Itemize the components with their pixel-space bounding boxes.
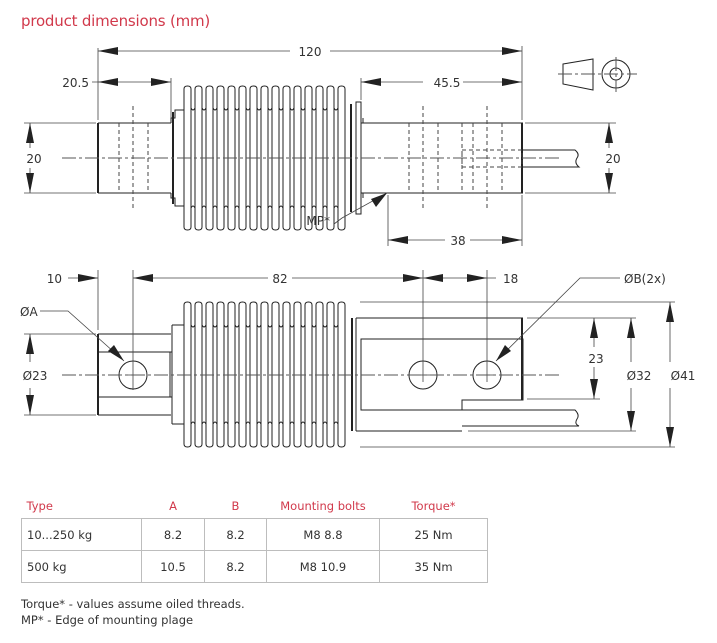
arrow-head	[627, 318, 635, 338]
bellows-outline	[183, 85, 346, 231]
cell-b: 8.2	[204, 550, 267, 583]
cell-torque: 25 Nm	[379, 518, 488, 551]
footnotes: Torque* - values assume oiled threads. M…	[21, 596, 245, 628]
cell-a: 10.5	[141, 550, 205, 583]
hole-a-label: ØA	[20, 305, 38, 319]
table-header-row: Type A B Mounting bolts Torque*	[22, 497, 488, 519]
note-torque: Torque* - values assume oiled threads.	[21, 597, 245, 611]
cell-b: 8.2	[204, 518, 267, 551]
arrow-head	[403, 274, 423, 282]
arrow-head	[502, 47, 522, 55]
arrow-head	[108, 345, 124, 361]
header-type: Type	[26, 499, 53, 513]
arrow-head	[627, 411, 635, 431]
arrow-head	[26, 173, 34, 193]
cell-type: 500 kg	[21, 550, 142, 583]
mp-leader	[333, 192, 388, 225]
arrow-head	[151, 78, 171, 86]
dim-body-diameter: Ø32	[627, 369, 652, 383]
hole-b-label: ØB(2x)	[624, 272, 666, 286]
arrow-head	[467, 274, 487, 282]
page-title: product dimensions (mm)	[21, 12, 211, 30]
left-block	[98, 333, 171, 416]
dim-hole-pitch: 18	[503, 272, 518, 286]
dim-overall-length: 120	[299, 45, 322, 59]
arrow-head	[388, 236, 408, 244]
arrow-head	[502, 78, 522, 86]
cell-mounting-bolts: M8 10.9	[266, 550, 380, 583]
right-shaft	[361, 118, 523, 198]
dim-hole-spacing: 82	[272, 272, 287, 286]
dim-bellows-diameter: Ø41	[671, 369, 696, 383]
arrow-head	[361, 78, 381, 86]
dim-left-diameter: Ø23	[23, 369, 48, 383]
technical-drawing: 120 20.5 45.5 20 20 MP*	[20, 45, 696, 448]
mp-label: MP*	[306, 214, 330, 228]
left-shaft	[98, 122, 171, 194]
dim-left-height: 20	[26, 152, 41, 166]
note-mp: MP* - Edge of mounting plage	[21, 613, 194, 627]
spec-table: Type A B Mounting bolts Torque* 10...250…	[21, 497, 488, 583]
arrow-head	[502, 236, 522, 244]
arrow-head	[590, 318, 598, 338]
arrow-head	[496, 345, 511, 361]
dim-mp-offset: 38	[450, 234, 465, 248]
arrow-head	[666, 302, 674, 322]
header-a: A	[169, 499, 177, 513]
arrow-head	[26, 334, 34, 354]
arrow-head	[605, 123, 613, 143]
bellows-outline	[183, 301, 346, 448]
arrow-head	[78, 274, 98, 282]
right-body	[356, 317, 523, 432]
cell-a: 8.2	[141, 518, 205, 551]
hole-a-leader	[40, 310, 125, 362]
arrow-head	[666, 427, 674, 447]
arrow-head	[605, 173, 613, 193]
left-flange	[170, 109, 184, 207]
cell-type: 10...250 kg	[21, 518, 142, 551]
cable-bore	[461, 149, 523, 168]
cell-torque: 35 Nm	[379, 550, 488, 583]
cell-mounting-bolts: M8 8.8	[266, 518, 380, 551]
hole-b-leader	[495, 277, 620, 362]
cable	[522, 149, 581, 168]
dim-flat-height: 23	[588, 352, 603, 366]
dim-right-shaft-length: 45.5	[434, 76, 461, 90]
arrow-head	[590, 379, 598, 399]
arrow-head	[423, 274, 443, 282]
top-view: 120 20.5 45.5 20 20 MP*	[24, 45, 621, 248]
table-row: 500 kg 10.5 8.2 M8 10.9 35 Nm	[21, 550, 488, 583]
dim-right-height: 20	[605, 152, 620, 166]
arrow-head	[98, 78, 118, 86]
header-mounting-bolts: Mounting bolts	[280, 499, 366, 513]
arrow-head	[371, 193, 387, 207]
cable	[462, 409, 580, 427]
bottom-view: 10 82 18 ØA ØB(2x) Ø23 23 Ø	[20, 270, 696, 448]
arrow-head	[98, 47, 118, 55]
table-row: 10...250 kg 8.2 8.2 M8 8.8 25 Nm	[21, 518, 488, 551]
dim-left-offset: 10	[47, 272, 62, 286]
dim-left-shaft-length: 20.5	[62, 76, 89, 90]
arrow-head	[26, 123, 34, 143]
third-angle-projection-icon	[558, 57, 637, 92]
arrow-head	[133, 274, 153, 282]
header-b: B	[231, 499, 240, 513]
header-torque: Torque*	[411, 499, 456, 513]
arrow-head	[26, 395, 34, 415]
